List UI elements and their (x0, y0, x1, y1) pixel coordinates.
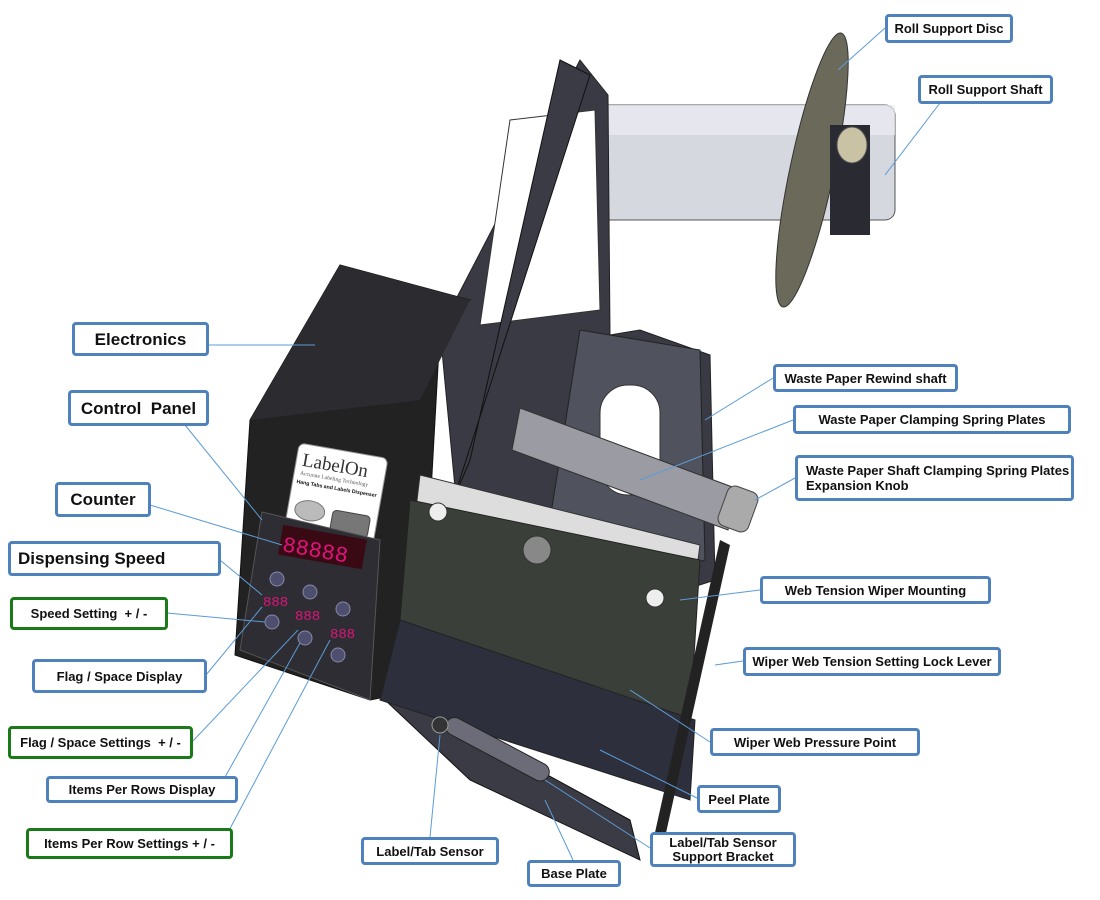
label-flag-space-settings: Flag / Space Settings + / - (8, 726, 193, 759)
label-expansion-knob: Waste Paper Shaft Clamping Spring Plates… (795, 455, 1074, 501)
label-web-tension-wiper-mounting: Web Tension Wiper Mounting (760, 576, 991, 604)
flag-minus-button[interactable] (297, 630, 313, 646)
label-peel-plate: Peel Plate (697, 785, 781, 813)
label-waste-paper-rewind-shaft: Waste Paper Rewind shaft (773, 364, 958, 392)
label-roll-support-disc: Roll Support Disc (885, 14, 1013, 43)
label-roll-support-shaft: Roll Support Shaft (918, 75, 1053, 104)
items-minus-button[interactable] (330, 647, 346, 663)
label-electronics: Electronics (72, 322, 209, 356)
waste-paper-rewind-shaft (511, 407, 736, 531)
label-flag-space-display: Flag / Space Display (32, 659, 207, 693)
speed-minus-button[interactable] (264, 614, 280, 630)
flag-display: 888 (295, 609, 320, 625)
label-expansion-knob-line2: Expansion Knob (806, 478, 909, 493)
items-display: 888 (330, 627, 355, 643)
label-sensor-bracket: Label/Tab Sensor Support Bracket (650, 832, 796, 867)
label-items-per-row-settings: Items Per Row Settings + / - (26, 828, 233, 859)
label-wiper-pressure-point: Wiper Web Pressure Point (710, 728, 920, 756)
label-sensor-bracket-line2: Support Bracket (672, 848, 774, 864)
label-speed-setting: Speed Setting + / - (10, 597, 168, 630)
label-wiper-lock-lever: Wiper Web Tension Setting Lock Lever (743, 647, 1001, 676)
speed-plus-button[interactable] (269, 571, 285, 587)
label-label-tab-sensor: Label/Tab Sensor (361, 837, 499, 865)
label-expansion-knob-line1: Waste Paper Shaft Clamping Spring Plates (806, 463, 1070, 478)
label-sensor-bracket-line1: Label/Tab Sensor (669, 834, 777, 850)
label-control-panel: Control Panel (68, 390, 209, 426)
label-waste-paper-clamping: Waste Paper Clamping Spring Plates (793, 405, 1071, 434)
peel-plate (379, 619, 696, 801)
speed-display: 888 (263, 595, 288, 611)
flag-plus-button[interactable] (302, 584, 318, 600)
label-base-plate: Base Plate (527, 860, 621, 887)
label-dispensing-speed: Dispensing Speed (8, 541, 221, 576)
label-counter: Counter (55, 482, 151, 517)
items-plus-button[interactable] (335, 601, 351, 617)
label-items-per-rows-display: Items Per Rows Display (46, 776, 238, 803)
leader-lines (149, 27, 941, 861)
